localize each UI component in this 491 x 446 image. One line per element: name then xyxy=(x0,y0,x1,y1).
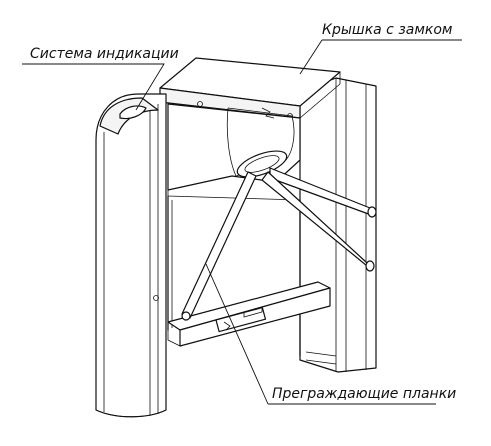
indication-lens xyxy=(119,105,147,120)
logo-mark xyxy=(261,107,275,119)
callout-bars-text: Преграждающие планки xyxy=(272,386,456,402)
inner-frame xyxy=(167,195,301,357)
top-lid xyxy=(159,57,341,119)
arm-front xyxy=(181,171,257,319)
right-housing-panel xyxy=(299,77,377,373)
callout-bars: Преграждающие планки xyxy=(205,263,456,405)
card-reader-slot xyxy=(215,306,267,333)
callout-indication: Система индикации xyxy=(22,46,179,111)
pillar-lock xyxy=(153,295,159,301)
callout-lid: Крышка с замком xyxy=(299,22,462,75)
lid-screw-1 xyxy=(197,101,203,107)
blocking-arms xyxy=(181,167,377,321)
reader-logo-mark xyxy=(223,321,231,331)
callout-indication-text: Система индикации xyxy=(30,46,179,62)
callout-lid-text: Крышка с замком xyxy=(322,22,453,38)
lower-cross-bar xyxy=(167,281,331,347)
front-pillar xyxy=(95,93,167,418)
rotor-hub xyxy=(236,150,288,178)
